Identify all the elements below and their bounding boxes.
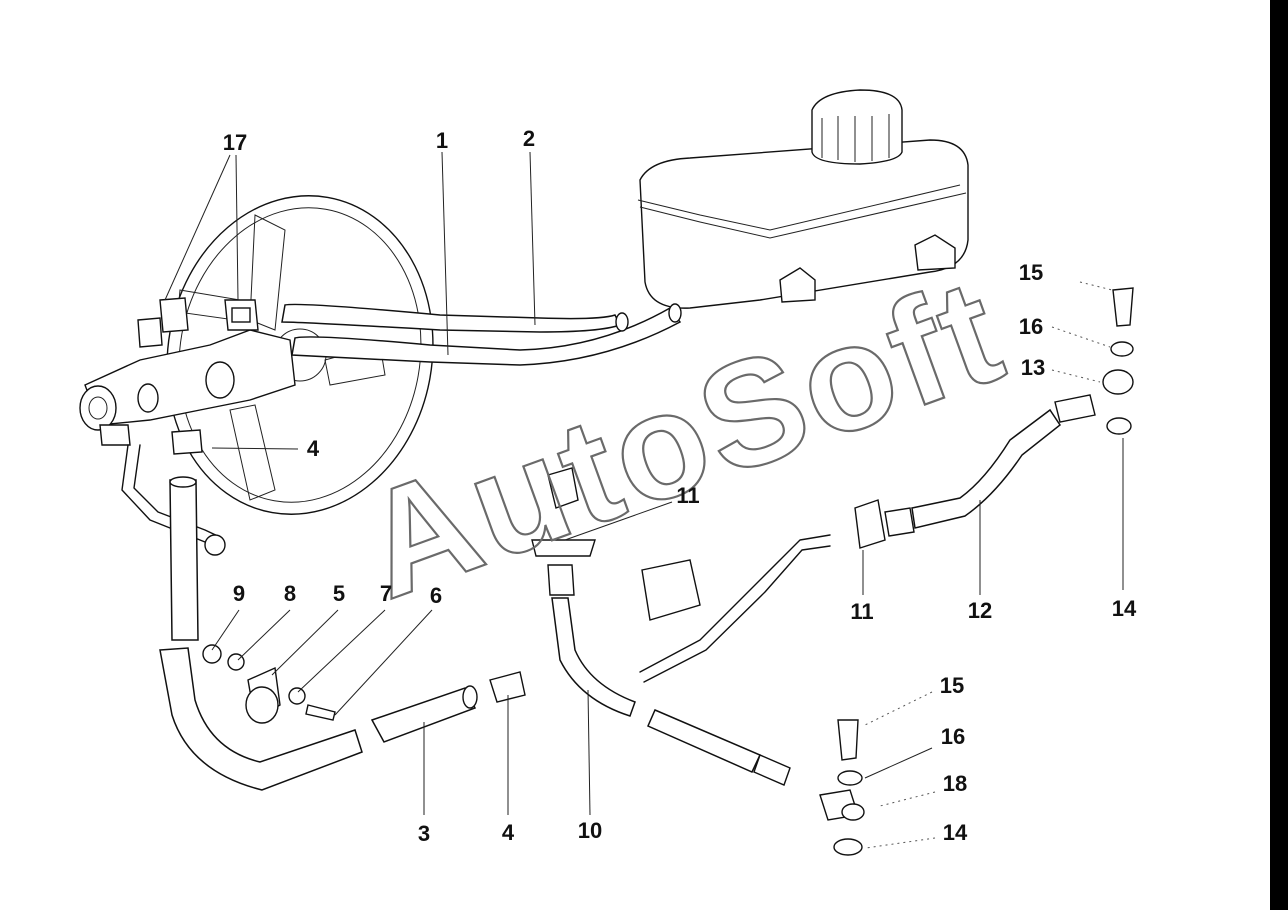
center-line-10 (531, 467, 791, 786)
callout-8: 8 (284, 581, 296, 606)
callout-18: 18 (943, 771, 967, 796)
callout-15-lower: 15 (940, 673, 964, 698)
callout-10: 10 (578, 818, 602, 843)
callout-16-lower: 16 (941, 724, 965, 749)
callout-5: 5 (333, 581, 345, 606)
callout-7: 7 (380, 581, 392, 606)
callout-4-upper: 4 (307, 436, 320, 461)
callout-11-center: 11 (676, 483, 699, 508)
fluid-reservoir (637, 89, 969, 309)
callout-16-upper: 16 (1019, 314, 1043, 339)
callout-3: 3 (418, 821, 430, 846)
callout-17: 17 (223, 130, 247, 155)
callout-2: 2 (523, 126, 535, 151)
callout-1: 1 (436, 128, 448, 153)
banjo-fittings (819, 287, 1134, 856)
lower-left-hoses (159, 429, 526, 791)
callout-numbers: 1 2 17 4 15 16 13 14 11 11 12 9 8 5 7 6 … (223, 126, 1137, 846)
callout-6: 6 (430, 583, 442, 608)
callout-15-upper: 15 (1019, 260, 1043, 285)
callout-14-upper: 14 (1112, 596, 1137, 621)
right-edge-bar (1270, 0, 1288, 910)
callout-11-right: 11 (850, 599, 873, 624)
master-cylinder (79, 297, 296, 549)
callout-14-lower: 14 (943, 820, 968, 845)
callout-13: 13 (1021, 355, 1045, 380)
leader-lines (164, 151, 1124, 849)
callout-4-lower: 4 (502, 820, 515, 845)
hoses-1-2 (281, 303, 682, 366)
right-line-12 (639, 394, 1096, 683)
callout-9: 9 (233, 581, 245, 606)
callout-12: 12 (968, 598, 992, 623)
